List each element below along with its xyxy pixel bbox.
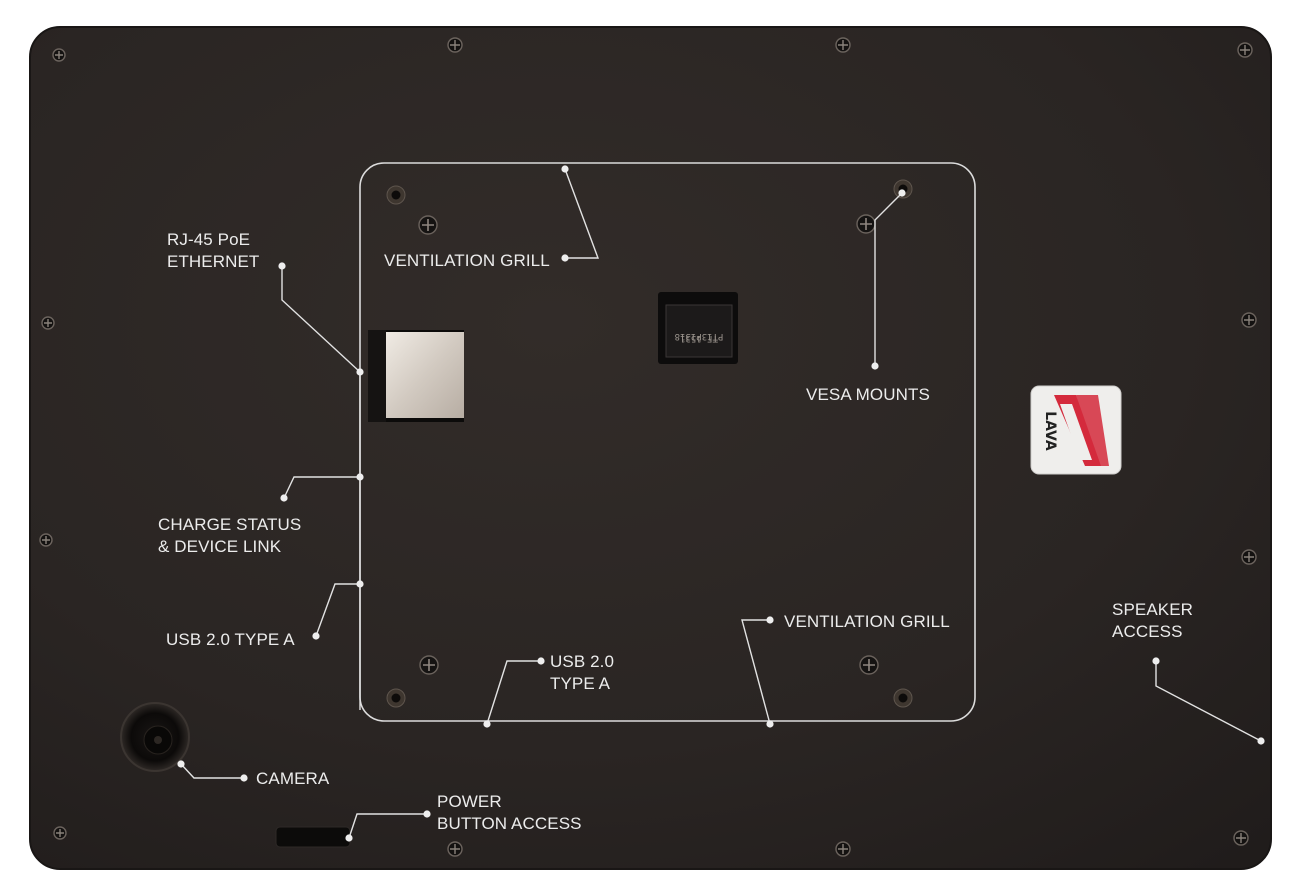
ventilation-grill-top-text: VENTILATION GRILL [384,251,550,270]
callout-dot [561,254,569,262]
callout-dot [345,834,353,842]
camera-label: CAMERA [256,768,329,790]
vesa-mounts-label: VESA MOUNTS [806,384,930,406]
callout-dot [356,368,364,376]
usb-bottom-line1: USB 2.0 [550,652,615,671]
screw-icon [1233,830,1249,846]
power-button-slot [275,826,351,848]
usb-left-label: USB 2.0 TYPE A [166,629,295,651]
callout-lines [180,168,1262,839]
callout-dot [1257,737,1265,745]
rj45-label-line2: ETHERNET [167,252,260,271]
callout-dot [356,473,364,481]
logo-text: LAVA [1042,411,1058,451]
callout-dot [423,810,431,818]
mount-hole-icon [386,185,406,205]
ventilation-grill-bottom-text: VENTILATION GRILL [784,612,950,631]
chip-marking-1: PT13P1318 [675,331,724,341]
panel-screws [39,37,1257,857]
screw-icon [52,48,66,62]
screw-icon [835,841,851,857]
screw-icon [1241,312,1257,328]
vesa-mount-screws [386,179,913,708]
screw-icon [1237,42,1253,58]
screw-icon [53,826,67,840]
screw-icon [859,655,879,675]
speaker-access-line2: ACCESS [1112,622,1183,641]
callout-dot [280,494,288,502]
screw-icon [835,37,851,53]
screw-icon [1241,549,1257,565]
charge-status-label: CHARGE STATUS & DEVICE LINK [158,514,301,558]
mount-hole-icon [386,688,406,708]
screw-icon [447,37,463,53]
callout-dot [177,760,185,768]
callout-dot [1152,657,1160,665]
charge-status-line2: & DEVICE LINK [158,537,282,556]
power-button-label: POWER BUTTON ACCESS [437,791,582,835]
rj45-port [368,330,464,422]
callout-dot [898,189,906,197]
callout-dot [278,262,286,270]
screw-icon [41,316,55,330]
power-button-line1: POWER [437,792,502,811]
callout-dot [356,580,364,588]
ventilation-grill-top-label: VENTILATION GRILL [384,250,550,272]
camera-text: CAMERA [256,769,330,788]
screw-icon [447,841,463,857]
callout-dot [312,632,320,640]
vesa-mounts-text: VESA MOUNTS [806,385,930,404]
speaker-access-label: SPEAKER ACCESS [1112,599,1193,643]
power-button-line2: BUTTON ACCESS [437,814,582,833]
chip-marking-2: TF 1531 [680,333,718,343]
lava-logo: LAVA [1030,385,1122,475]
camera-lens [120,702,190,772]
usb-left-text: USB 2.0 TYPE A [166,630,295,649]
callout-dot [240,774,248,782]
callout-dot [483,720,491,728]
mount-hole-icon [893,688,913,708]
callout-dot [766,720,774,728]
screw-icon [419,655,439,675]
callout-dot [766,616,774,624]
screw-icon [418,215,438,235]
usb-bottom-label: USB 2.0 TYPE A [550,651,614,695]
screw-icon [39,533,53,547]
speaker-access-line1: SPEAKER [1112,600,1194,619]
callout-dot [561,165,569,173]
device-panel [29,26,1272,870]
rj45-label: RJ-45 PoE ETHERNET [167,229,259,273]
rj45-label-line1: RJ-45 PoE [167,230,251,249]
screw-icon [856,214,876,234]
chip-component: PT13P1318 TF 1531 [658,292,738,364]
callout-dot [537,657,545,665]
callout-dot [871,362,879,370]
usb-bottom-line2: TYPE A [550,674,611,693]
callout-dots [177,165,1265,842]
ventilation-grill-bottom-label: VENTILATION GRILL [784,611,950,633]
charge-status-line1: CHARGE STATUS [158,515,302,534]
